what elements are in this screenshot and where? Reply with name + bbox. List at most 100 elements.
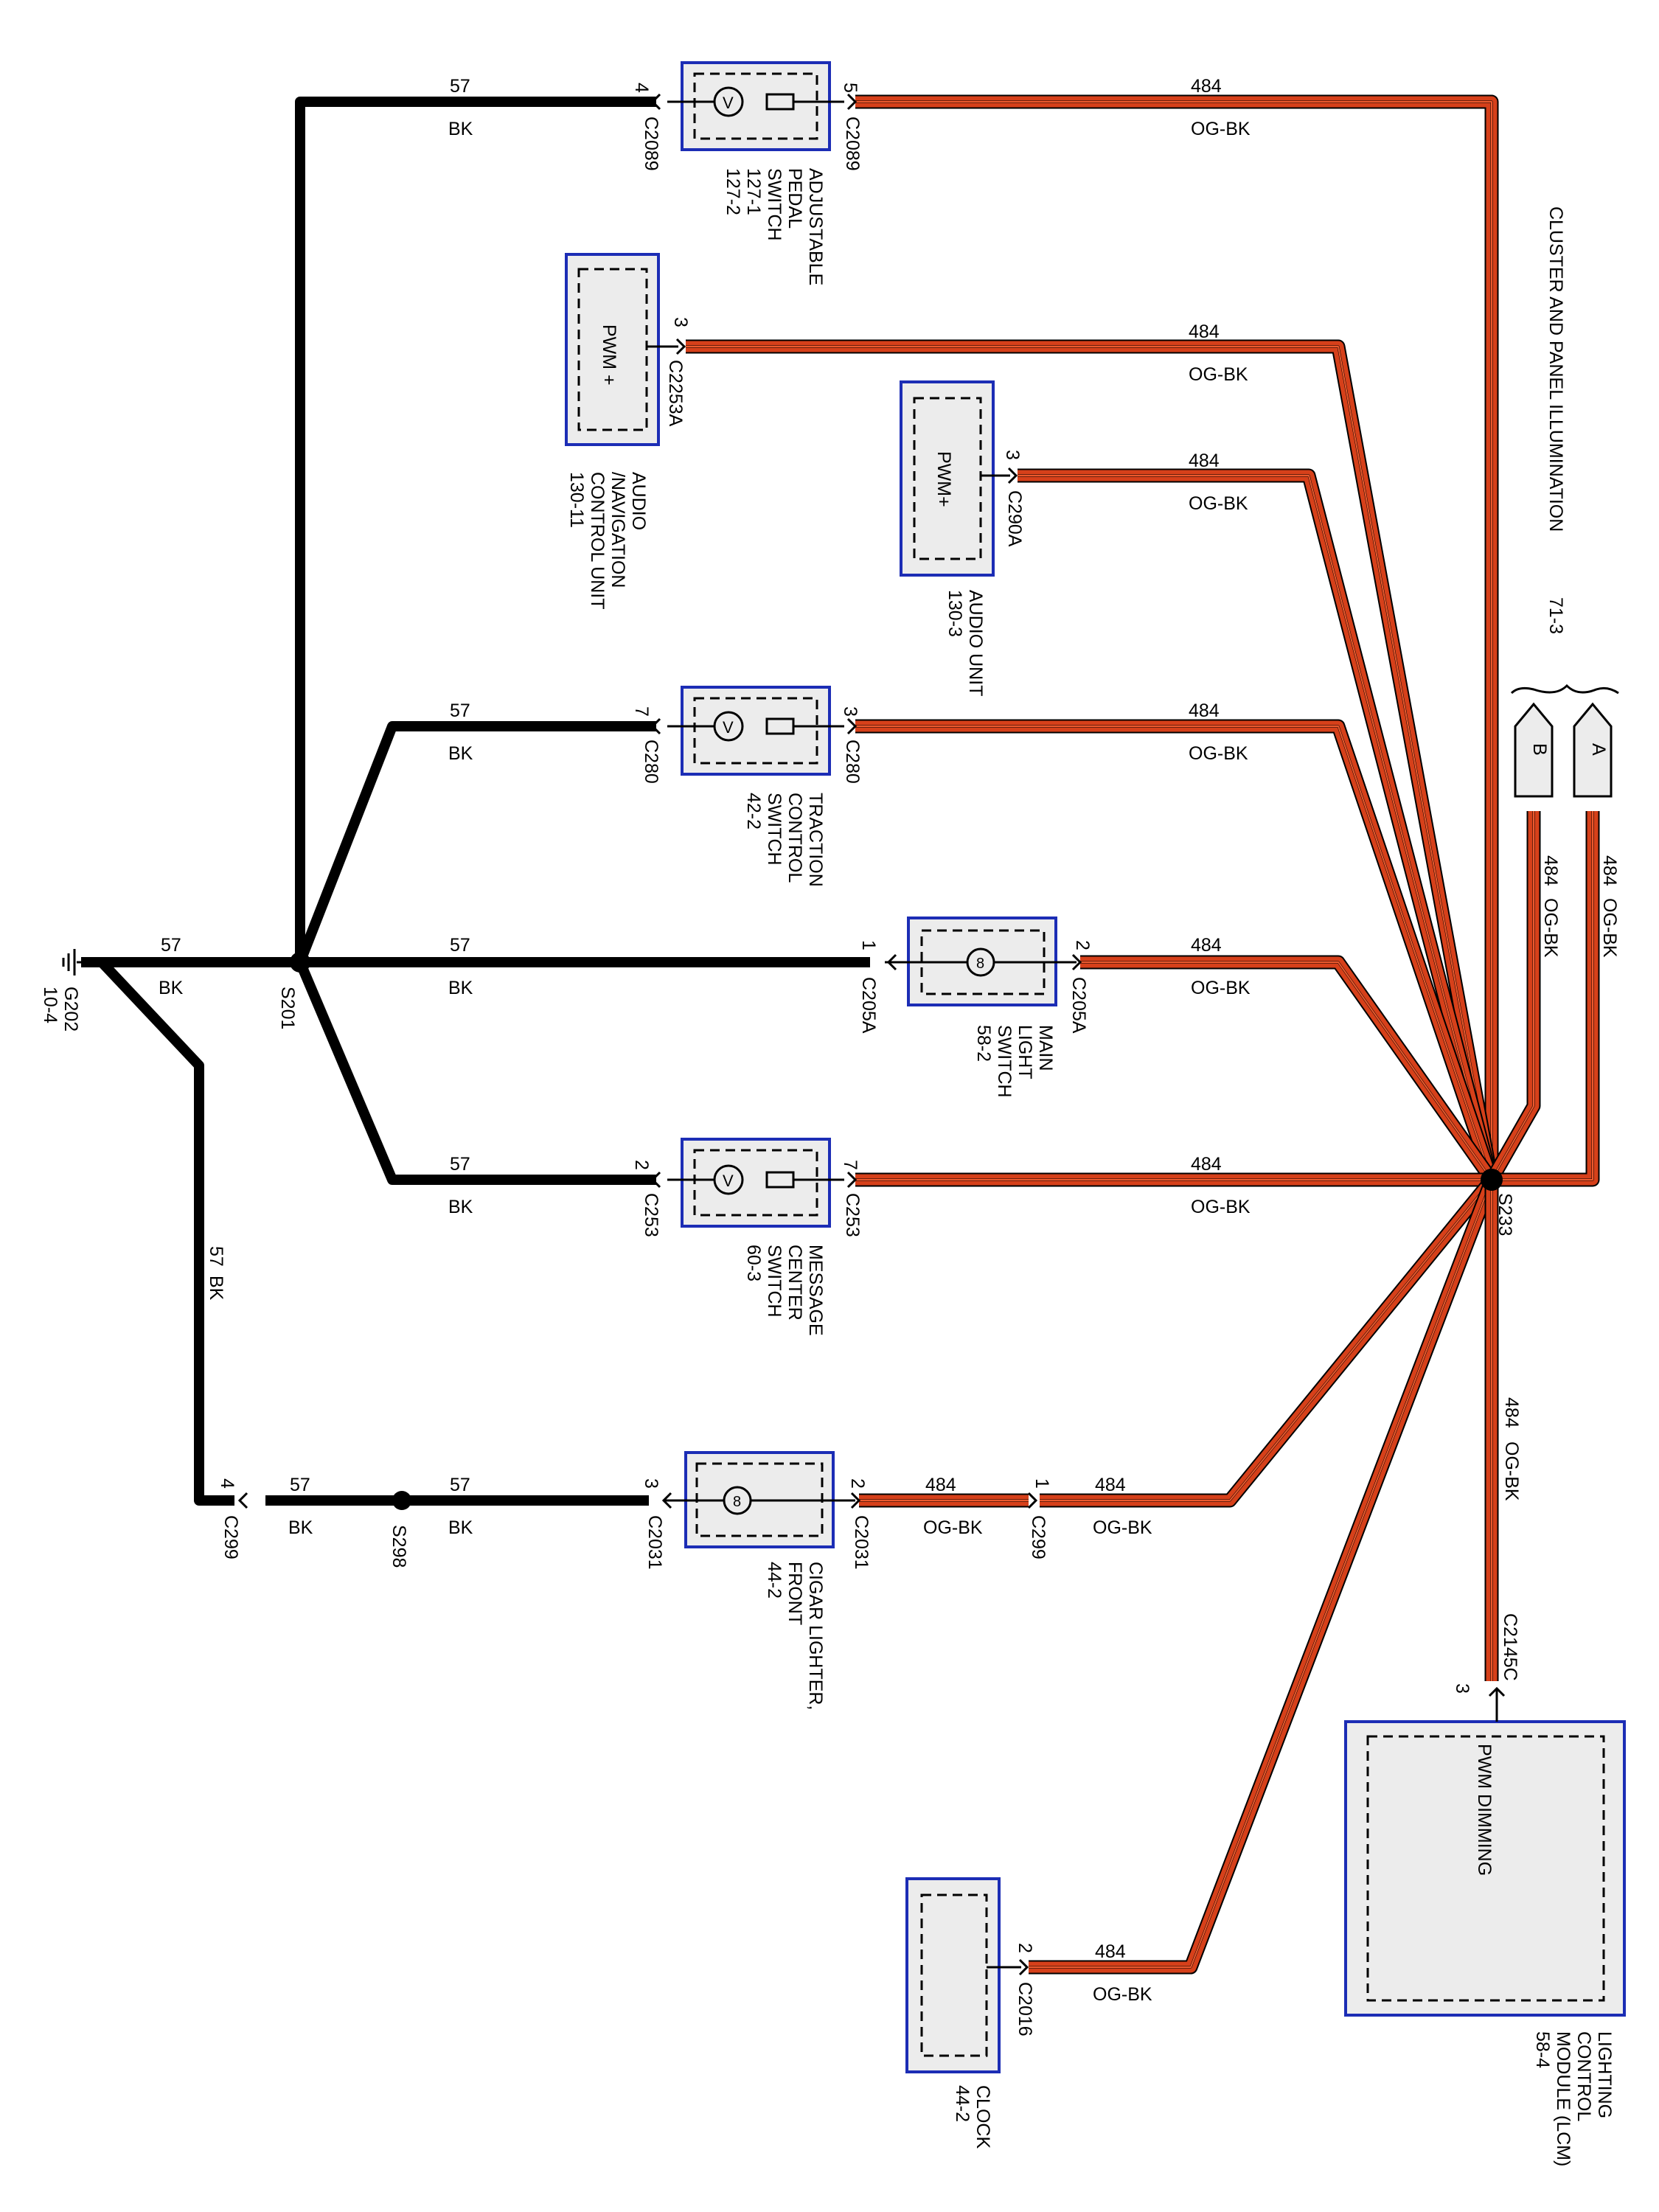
component-main-light-switch: 8 [885, 917, 1077, 1006]
og-circuit-6: 484 [1191, 1154, 1222, 1175]
pin-c299-right: 1 [1032, 1478, 1052, 1489]
component-clock [905, 1877, 1021, 2073]
og-color-7: OG-BK [923, 1517, 983, 1538]
component-names: ADJUSTABLEPEDALSWITCH127-1127-2AUDIO/NAV… [566, 168, 1615, 2166]
splice-s298-dot [392, 1491, 411, 1510]
og-circuit-7: 484 [925, 1475, 956, 1495]
ground-id: G202 [60, 987, 81, 1032]
pedal-name-line-5: 127-2 [723, 168, 743, 215]
lamp-icon [713, 711, 744, 742]
pedal-name-line-3: SWITCH [764, 168, 785, 241]
splice-s201-label: S201 [277, 987, 298, 1029]
pin-clock: 2 [1015, 1943, 1035, 1953]
bk-circuit-3: 57 [450, 935, 470, 956]
ground-label: G202 10-4 [40, 987, 81, 1032]
og-color-2: OG-BK [1189, 364, 1248, 385]
title-text: CLUSTER AND PANEL ILLUMINATION [1545, 206, 1566, 532]
wire-og-pedal [855, 94, 1499, 1180]
bk-color-3: BK [448, 978, 473, 998]
cigar-name-line-1: CIGAR LIGHTER, [805, 1562, 826, 1710]
wire-og-clock [1029, 1177, 1498, 1975]
component-lighting-control-module [1344, 1688, 1626, 2017]
pin-audio-unit: 3 [1002, 450, 1023, 460]
bk-circuit-2: 57 [450, 700, 470, 721]
message-name-line-1: MESSAGE [805, 1245, 826, 1336]
pin-traction-left: 7 [631, 706, 652, 717]
ground-wires [81, 97, 870, 1506]
og-color-8: OG-BK [1093, 1517, 1152, 1538]
cigar-name-line-3: 44-2 [764, 1562, 785, 1599]
component-traction-control-switch: V [667, 686, 844, 776]
og-circuit-1: 484 [1191, 76, 1222, 97]
pin-cigar-left: 3 [641, 1478, 661, 1489]
conn-clock: C2016 [1015, 1982, 1035, 2037]
wire-bk-c299 [97, 959, 234, 1506]
wire-label-gnd-circuit: 57 [161, 935, 181, 956]
pin-lcm: 3 [1452, 1683, 1472, 1694]
conn-traction-right: C280 [842, 740, 863, 784]
pin-pedal-left: 4 [631, 83, 652, 93]
component-audio-unit [900, 380, 1010, 577]
og-circuit-5: 484 [1191, 935, 1222, 956]
pin-c299-left: 4 [217, 1478, 237, 1489]
audio-nav-inner-label: PWM + [599, 324, 619, 386]
pin-pedal-right: 5 [840, 83, 860, 93]
title-page-ref: 71-3 [1545, 597, 1566, 634]
conn-pedal-left: C2089 [641, 116, 661, 171]
wire-label-gnd-color: BK [159, 978, 184, 998]
pedal-name-line-2: PEDAL [785, 168, 805, 229]
og-circuit-8: 484 [1095, 1475, 1126, 1495]
component-cigar-lighter-front: 8 [664, 1451, 855, 1548]
pedal-name-line-1: ADJUSTABLE [805, 168, 826, 285]
diagram-title: CLUSTER AND PANEL ILLUMINATION 71-3 [1545, 206, 1566, 634]
wire-og-c299 [1040, 1175, 1498, 1508]
bk-color-1: BK [448, 119, 473, 139]
bk-color-4: BK [448, 1197, 473, 1217]
splice-s233-dot [1481, 1169, 1503, 1191]
lcm-name-line-1: LIGHTING [1594, 2031, 1615, 2118]
og-color-3: OG-BK [1189, 493, 1248, 514]
conn-cigar-left: C2031 [644, 1515, 665, 1570]
audio-unit-inner-label: PWM+ [933, 451, 954, 507]
lamp-icon-glyph: V [723, 1172, 734, 1190]
splice-s233-label: S233 [1495, 1193, 1515, 1236]
bk-circuit-4: 57 [450, 1154, 470, 1175]
og-color-10: OG-BK [1501, 1441, 1522, 1501]
lamp-icon [713, 1164, 744, 1195]
wire-og-audio [1018, 468, 1499, 1182]
lcm-name-line-3: MODULE (LCM) [1553, 2031, 1573, 2166]
audio-unit-name-line-1: AUDIO UNIT [965, 590, 986, 696]
bk-wire-labels: 57 BK 57 BK 57 BK 57 BK 57 BK 57 BK 57 B… [206, 76, 473, 1538]
bulb-icon-glyph: 8 [976, 956, 984, 972]
audio-nav-name-line-4: 130-11 [566, 472, 587, 528]
audio-nav-name-line-3: CONTROL UNIT [587, 472, 608, 610]
main-light-name-line-2: LIGHT [1015, 1025, 1035, 1079]
conn-traction-left: C280 [641, 740, 661, 784]
conn-main-light-left: C205A [858, 977, 879, 1034]
conn-audio-unit: C290A [1004, 490, 1025, 547]
connector-chevrons [237, 93, 1506, 1976]
offpage-b-label: B [1529, 743, 1550, 756]
og-wire-labels: 484 OG-BK 484 OG-BK 484 OG-BK 484 OG-BK … [923, 76, 1620, 2005]
bk-color-2: BK [448, 743, 473, 764]
bk-circuit-7: 57 [206, 1246, 226, 1267]
splice-s298-label: S298 [389, 1525, 409, 1568]
conn-lcm: C2145C [1500, 1613, 1520, 1681]
og-circuit-12: 484 [1599, 855, 1620, 886]
traction-name-line-4: 42-2 [743, 793, 764, 830]
og-circuit-3: 484 [1189, 451, 1220, 471]
conn-message-left: C253 [641, 1193, 661, 1237]
component-adjustable-pedal-switch: V [667, 61, 844, 151]
conn-message-right: C253 [842, 1193, 863, 1237]
main-light-name-line-1: MAIN [1035, 1025, 1056, 1071]
traction-name-line-3: SWITCH [764, 793, 785, 866]
wire-og-mainlight [1080, 955, 1498, 1184]
wire-og-offpage-a [1492, 811, 1600, 1187]
wire-og-offpage-b [1485, 811, 1541, 1183]
bulb-icon-glyph: 8 [733, 1494, 741, 1510]
clock-name-line-1: CLOCK [973, 2085, 993, 2149]
main-light-name-line-3: SWITCH [994, 1025, 1015, 1098]
lcm-inner-label: PWM DIMMING [1474, 1744, 1495, 1876]
og-circuit-11: 484 [1540, 855, 1561, 886]
